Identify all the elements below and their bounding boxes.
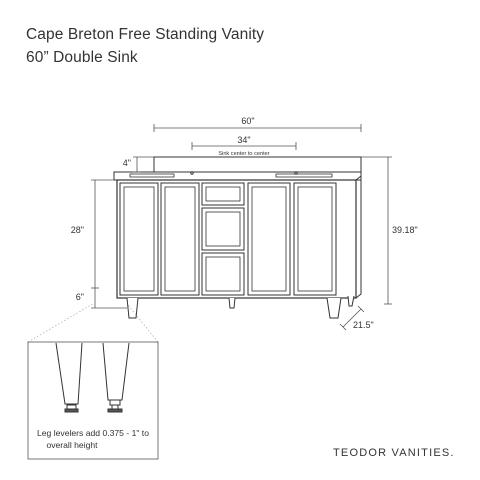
drawer-bottom: [201, 252, 245, 296]
door-4: [293, 182, 337, 296]
left-sink-outline: [129, 173, 175, 178]
leg-detail-box: [27, 341, 159, 460]
right-faucet: [294, 171, 298, 175]
countertop: [113, 171, 362, 181]
door-2: [160, 182, 200, 296]
leg-front-right: [326, 297, 342, 319]
dim-depth: 21.5": [353, 320, 374, 330]
page-subtitle: 60” Double Sink: [26, 49, 138, 66]
detail-leveler-right: [109, 399, 121, 406]
detail-leg-left: [55, 342, 83, 405]
left-faucet: [190, 171, 194, 175]
dim-cabinet-height: 28": [71, 225, 84, 235]
brand-logo: TEODOR VANITIES.: [333, 447, 455, 459]
drawer-top: [201, 182, 245, 206]
detail-leveler-left: [66, 404, 77, 410]
leveler-note-line2: overall height: [46, 440, 98, 450]
page-title: Cape Breton Free Standing Vanity: [26, 26, 265, 43]
backsplash: [153, 156, 362, 173]
dim-overall-width: 60": [241, 116, 254, 126]
cabinet-body: [116, 179, 357, 299]
dim-backsplash-height: 4": [123, 158, 131, 168]
leg-front-left: [126, 297, 139, 319]
door-1: [119, 182, 159, 296]
drawer-middle: [201, 207, 245, 251]
dim-leg-height: 6": [76, 292, 84, 302]
leg-detail: [55, 342, 130, 413]
dim-sink-spacing-note: Sink center to center: [218, 151, 269, 157]
leg-front-middle: [228, 297, 236, 309]
dim-sink-spacing: 34": [237, 135, 250, 145]
leg-back-right: [347, 295, 355, 307]
dimension-lines: [91, 124, 392, 331]
dim-total-height: 39.18": [392, 225, 418, 235]
right-sink-outline: [275, 173, 333, 178]
detail-callout-lines: [27, 301, 159, 343]
leveler-note-line1: Leg levelers add 0.375 - 1" to: [37, 428, 149, 438]
cabinet-side: [355, 174, 362, 299]
door-3: [247, 182, 291, 296]
